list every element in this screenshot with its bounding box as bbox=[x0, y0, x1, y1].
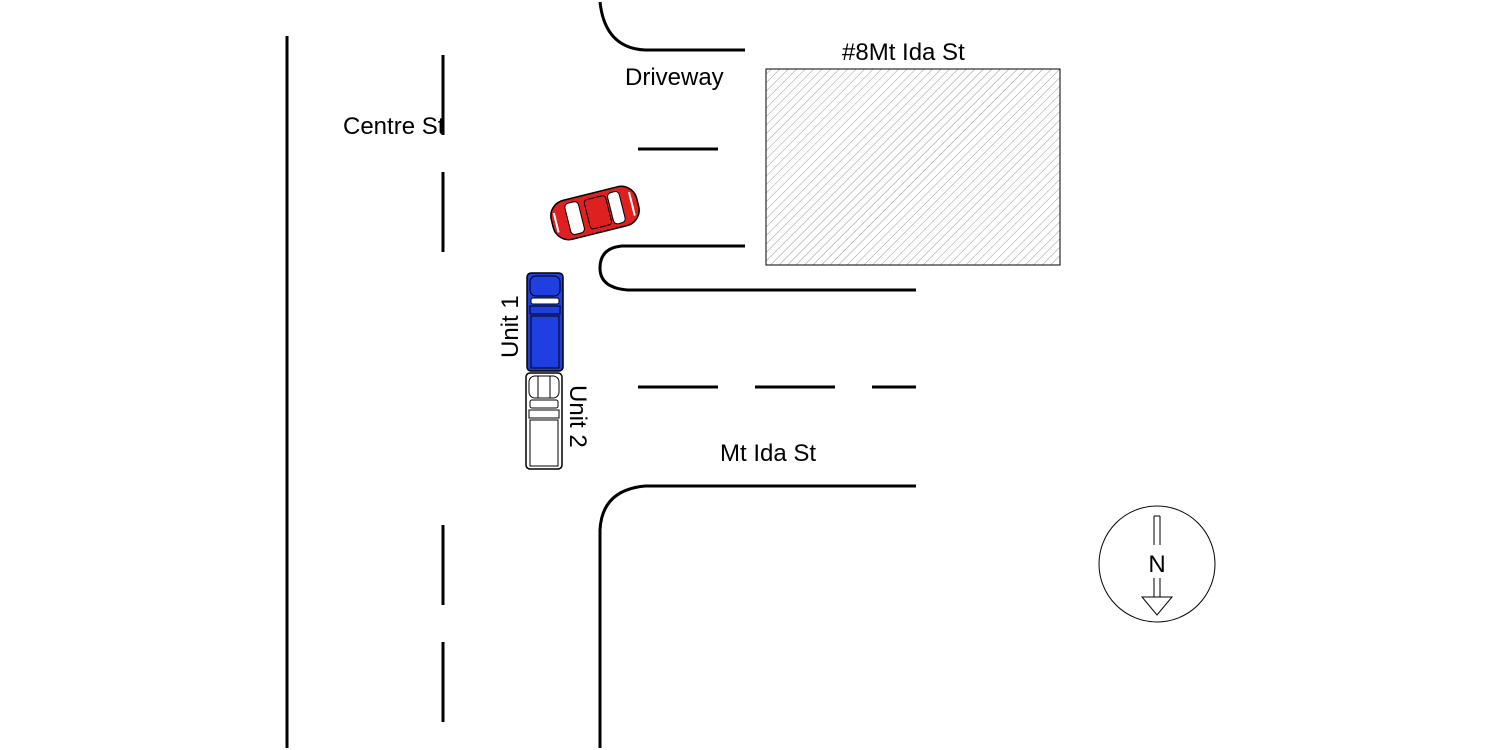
building-label: #8Mt Ida St bbox=[842, 39, 965, 66]
driveway-island-curb bbox=[598, 244, 916, 292]
driveway-north-curb bbox=[598, 1, 745, 52]
mt-ida-st-south-curb bbox=[598, 484, 916, 748]
parked-car-icon bbox=[550, 185, 640, 241]
unit-2-icon bbox=[525, 372, 563, 470]
building-8-mt-ida-st bbox=[765, 68, 1061, 266]
unit-2-label: Unit 2 bbox=[564, 385, 591, 448]
unit-1-icon bbox=[526, 272, 564, 372]
north-label: N bbox=[1148, 551, 1165, 578]
centre-st-label: Centre St bbox=[343, 113, 445, 140]
unit-1-label: Unit 1 bbox=[497, 295, 524, 358]
driveway-label: Driveway bbox=[625, 64, 724, 91]
mt-ida-st-label: Mt Ida St bbox=[720, 440, 816, 467]
north-arrow-icon: N bbox=[1098, 505, 1216, 623]
